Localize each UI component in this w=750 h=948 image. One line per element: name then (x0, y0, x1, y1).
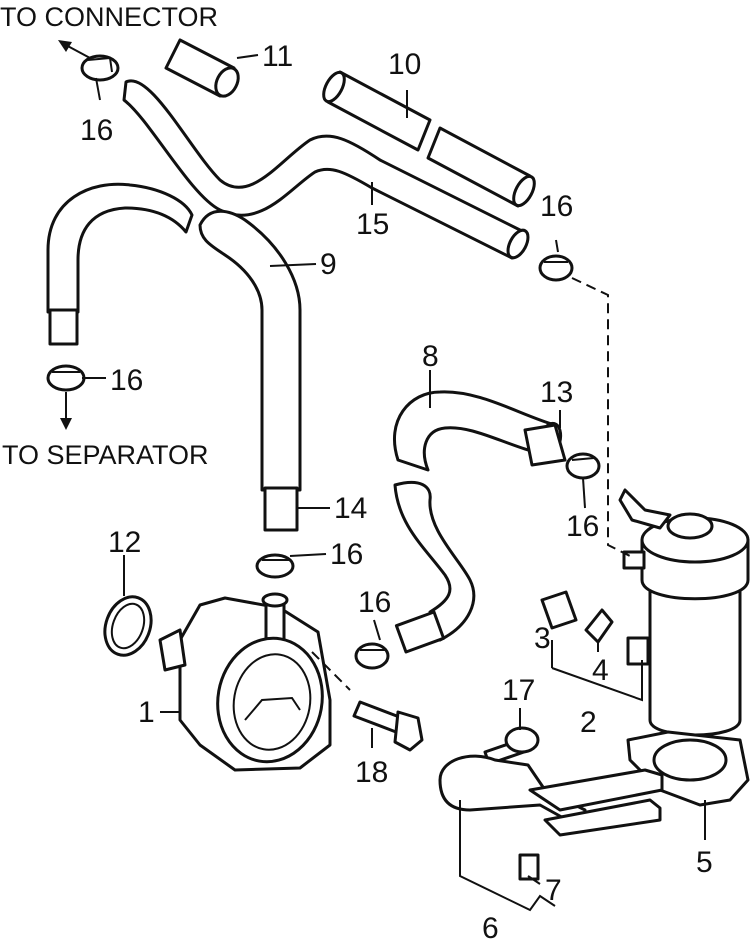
callout-16: 16 (110, 364, 143, 397)
callout-18: 18 (355, 756, 388, 789)
route-dashed-line (571, 277, 631, 557)
part-1-pump (158, 592, 332, 772)
clamp-icon (538, 254, 574, 282)
clamp-icon (80, 54, 120, 82)
part-13-hose-end (523, 423, 567, 467)
callout-10: 10 (388, 48, 421, 81)
part-18-bolt (352, 700, 424, 752)
callout-11: 11 (262, 40, 293, 73)
callout-13: 13 (540, 376, 573, 409)
callout-7: 7 (545, 874, 562, 907)
callout-5: 5 (696, 846, 713, 879)
part-12-o-ring (103, 595, 153, 657)
arrow-to-connector-icon (58, 40, 91, 59)
clamp-icon (255, 553, 295, 579)
part-3-fitting (540, 590, 578, 630)
part-15-long-hose (122, 79, 530, 260)
route-dashed-line (311, 651, 351, 691)
part-6-bracket (438, 754, 664, 881)
leader-lines (82, 54, 706, 912)
callout-17: 17 (502, 674, 535, 707)
clamp-icon (565, 452, 601, 480)
callout-16: 16 (80, 114, 113, 147)
callout-6: 6 (482, 912, 499, 945)
callout-12: 12 (108, 526, 141, 559)
callout-8: 8 (422, 340, 439, 373)
callout-1: 1 (138, 696, 155, 729)
callout-14: 14 (334, 492, 367, 525)
arrow-to-separator-icon (60, 392, 72, 430)
callout-9: 9 (320, 248, 337, 281)
callout-3: 3 (534, 622, 551, 655)
callout-16: 16 (566, 510, 599, 543)
part-4-clamp (584, 608, 614, 644)
to-connector-note: TO CONNECTOR (0, 2, 218, 32)
to-separator-note: TO SEPARATOR (2, 440, 209, 470)
part-10-hose (322, 70, 536, 208)
callout-4: 4 (592, 654, 609, 687)
callout-16: 16 (540, 190, 573, 223)
separator-canister (618, 488, 750, 737)
callout-16: 16 (358, 586, 391, 619)
callout-16: 16 (330, 538, 363, 571)
part-11-short-hose (164, 38, 240, 98)
callout-15: 15 (356, 208, 389, 241)
clamp-icon (354, 642, 390, 670)
part-9-bent-hose (46, 182, 302, 532)
clamp-icon (46, 364, 86, 392)
callout-2: 2 (580, 706, 597, 739)
